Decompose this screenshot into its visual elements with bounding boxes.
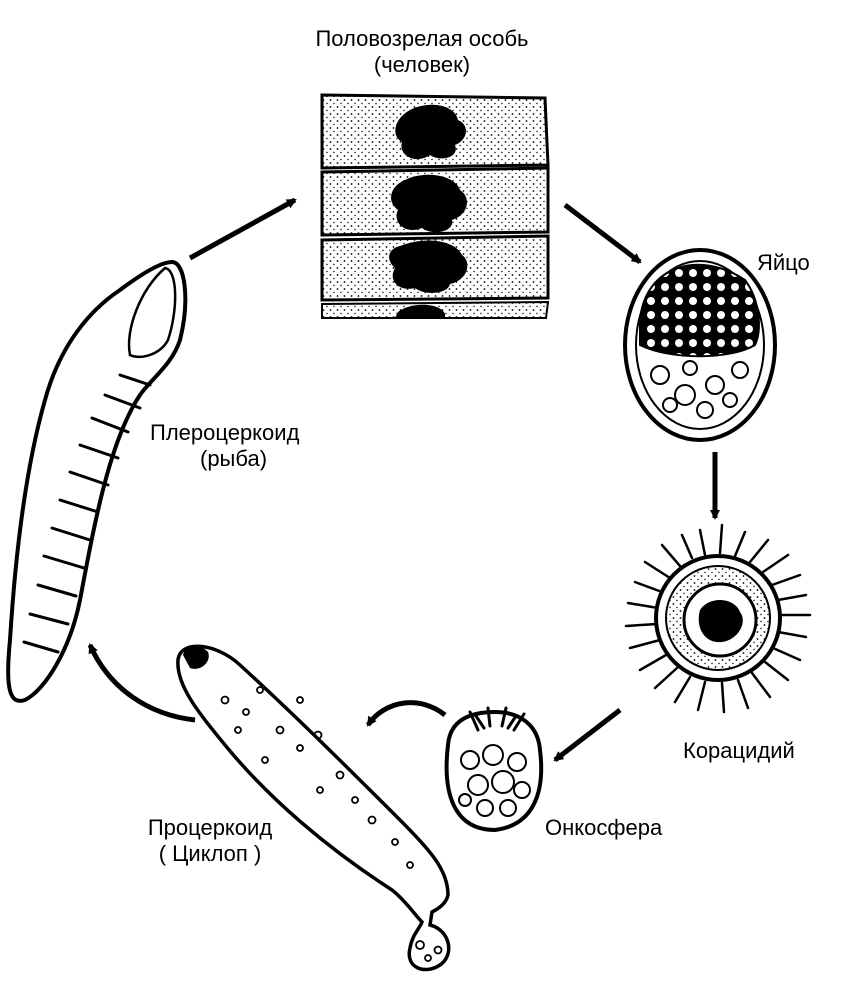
adult-tapeworm-segments (320, 93, 550, 319)
label-procercoid-name: Процеркоид (147, 815, 273, 840)
label-egg: Яйцо (757, 250, 810, 275)
oncosphere (444, 706, 544, 833)
arrow-plerocercoid-to-adult (188, 197, 297, 261)
label-adult-host: (человек) (373, 52, 471, 77)
label-plerocercoid-host: (рыба) (200, 446, 268, 471)
procercoid (176, 644, 451, 972)
label-adult: Половозрелая особь (человек) (272, 26, 572, 78)
plerocercoid (6, 259, 188, 703)
label-coracidium: Корацидий (683, 738, 795, 763)
cycle-arrows (87, 197, 720, 762)
label-procercoid-host: ( Циклоп ) (158, 841, 262, 866)
arrow-oncosphere-to-procercoid (365, 700, 447, 727)
label-plerocercoid: Плероцеркоид (рыба) (150, 420, 299, 472)
label-plerocercoid-name: Плероцеркоид (150, 420, 300, 445)
label-oncosphere: Онкосфера (545, 815, 663, 840)
label-procercoid: Процеркоид ( Циклоп ) (120, 815, 300, 867)
egg (623, 248, 777, 442)
coracidium (624, 523, 812, 714)
label-adult-name: Половозрелая особь (315, 26, 529, 51)
arrow-adult-to-egg (563, 203, 642, 264)
arrow-coracidium-to-oncosphere (553, 708, 622, 762)
arrow-procercoid-to-plerocercoid (87, 643, 196, 723)
